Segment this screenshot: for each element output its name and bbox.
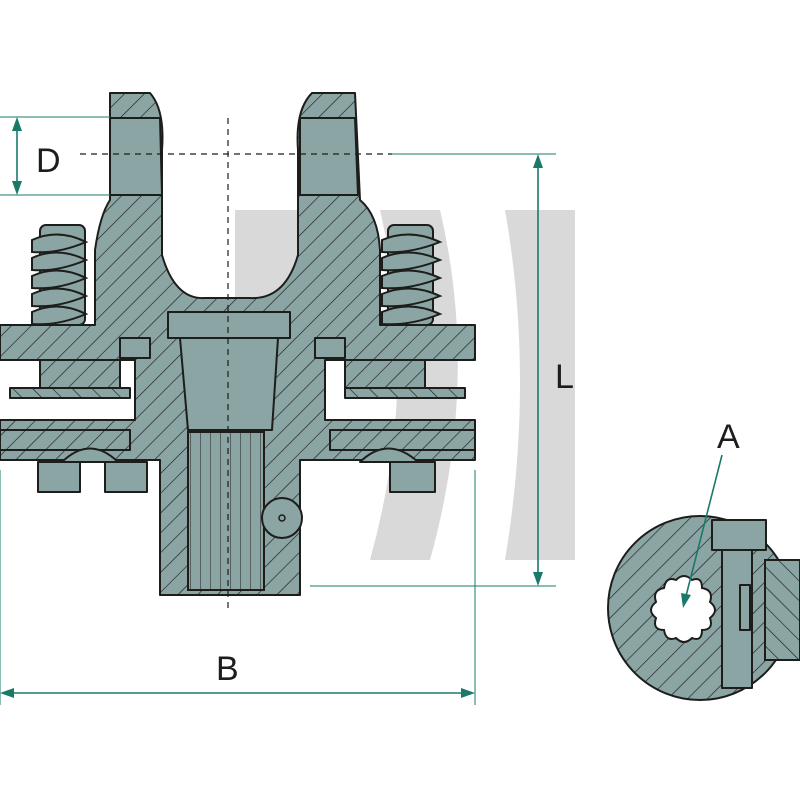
dimension-b-label: B [216,650,239,688]
dimension-d [0,116,110,196]
detail-a-leader [681,454,723,608]
dimension-b [0,470,476,705]
dimension-l [310,153,556,587]
detail-a-hub-section [607,515,800,701]
clutch-plates [0,337,476,493]
dimension-l-label: L [555,358,574,396]
dimension-d-label: D [36,142,61,180]
detail-a-label: A [717,418,740,456]
left-spring [31,224,89,326]
splined-hub [167,311,303,591]
right-spring [381,224,443,326]
